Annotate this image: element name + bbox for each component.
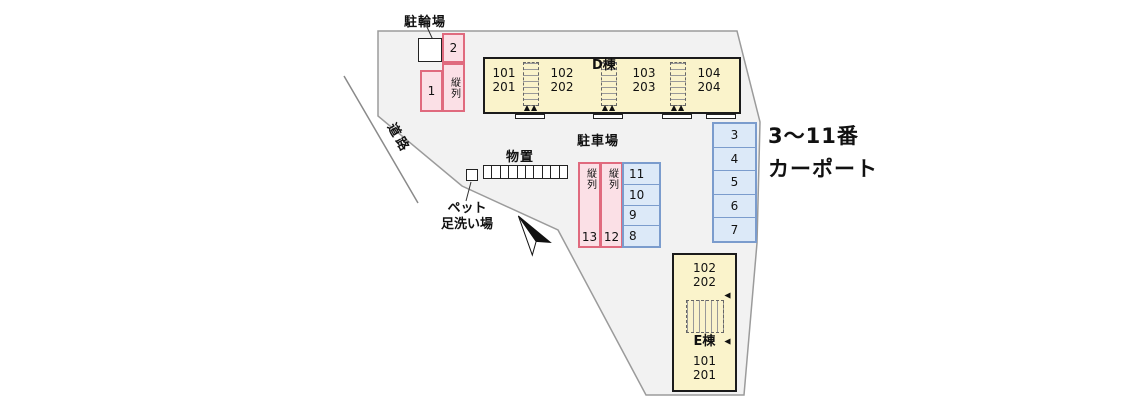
parking-space-12: 縦列 12 <box>600 162 623 248</box>
carport-note-line1: 3〜11番 <box>768 124 859 148</box>
carport-column-mid: 11 10 9 8 <box>622 162 661 248</box>
storage-label: 物置 <box>506 150 535 165</box>
parking-space-1: 1 <box>420 70 443 112</box>
storage-unit-cell <box>551 166 560 178</box>
parking-space-9: 9 <box>624 204 659 226</box>
building-e-unit-1: 102 202 <box>674 261 735 289</box>
north-arrow-icon <box>517 215 552 257</box>
building-e-label: E棟 <box>693 334 716 349</box>
stairs-icon <box>523 62 539 106</box>
pet-label-connector <box>465 181 472 202</box>
parking-space-6: 6 <box>714 193 755 218</box>
tandem-label-text: 縦列 <box>606 168 618 190</box>
stairs-icon <box>686 300 724 333</box>
unit-number: 103 <box>632 66 656 80</box>
unit-number: 104 <box>697 66 721 80</box>
parking-space-11: 11 <box>629 166 645 181</box>
unit-number: 202 <box>693 275 716 289</box>
entrance-porch <box>593 114 623 119</box>
space-number: 13 <box>581 230 598 244</box>
unit-number: 102 <box>550 66 574 80</box>
storage-unit-cell <box>526 166 535 178</box>
entrance-porch <box>515 114 545 119</box>
parking-space-4: 4 <box>714 146 755 171</box>
storage-unit-cell <box>492 166 501 178</box>
unit-number: 203 <box>632 80 656 94</box>
building-e: 102 202 E棟 101 201 ▲ ▲ <box>672 253 737 392</box>
entrance-porch <box>706 114 736 119</box>
bicycle-label-connector <box>426 26 434 41</box>
tandem-label-top-text: 縦列 <box>448 76 460 99</box>
pet-wash-label-line1: ペット <box>447 201 487 216</box>
stairs-icon <box>601 62 617 106</box>
parking-space-13: 縦列 13 <box>578 162 601 248</box>
building-e-unit-2: 101 201 <box>674 354 735 382</box>
building-d: 101 201 102 202 103 203 104 204 ▲▲ ▲▲ ▲▲ <box>483 57 741 119</box>
storage-unit-cell <box>543 166 552 178</box>
pet-wash-label-line2: 足洗い場 <box>440 217 493 232</box>
entrance-marker-icon: ▲▲ <box>670 103 686 112</box>
unit-number: 204 <box>697 80 721 94</box>
carport-column-right: 3 4 5 6 7 <box>712 122 757 243</box>
stairs-icon <box>670 62 686 106</box>
storage-unit-cell <box>518 166 527 178</box>
storage-unit-cell <box>534 166 543 178</box>
parking-space-2: 2 <box>442 33 465 63</box>
parking-space-8: 8 <box>624 225 659 246</box>
pet-wash-area <box>466 169 478 181</box>
storage-unit-cell <box>560 166 567 178</box>
unit-number: 201 <box>693 368 716 382</box>
property-boundary <box>377 30 761 396</box>
storage-unit-cell <box>484 166 493 178</box>
unit-number: 102 <box>693 261 716 275</box>
carport-note-line2: カーポート <box>768 157 878 181</box>
entrance-marker-icon: ▲▲ <box>601 103 617 112</box>
building-d-unit-3: 103 203 <box>627 66 661 94</box>
entrance-marker-icon: ▲▲ <box>523 103 539 112</box>
parking-space-3: 3 <box>730 128 739 143</box>
storage-unit-cell <box>509 166 518 178</box>
space-number: 12 <box>603 230 620 244</box>
building-d-unit-1: 101 201 <box>487 66 521 94</box>
parking-lot-label: 駐車場 <box>577 134 620 149</box>
road-edge-line <box>343 75 419 204</box>
entrance-marker-icon: ▲ <box>722 291 732 299</box>
unit-number: 101 <box>693 354 716 368</box>
entrance-porch <box>662 114 692 119</box>
unit-number: 101 <box>492 66 516 80</box>
storage-units-row <box>483 165 568 179</box>
tandem-label-text: 縦列 <box>584 168 596 190</box>
bicycle-parking-label: 駐輪場 <box>404 15 447 30</box>
unit-number: 201 <box>492 80 516 94</box>
building-d-unit-2: 102 202 <box>545 66 579 94</box>
parking-space-5: 5 <box>714 170 755 194</box>
bicycle-parking-area <box>418 38 442 62</box>
parking-space-10: 10 <box>624 183 659 205</box>
carport-note: 3〜11番 カーポート <box>768 120 878 186</box>
unit-number: 202 <box>550 80 574 94</box>
tandem-label-top: 縦列 <box>442 63 465 112</box>
building-d-unit-4: 104 204 <box>692 66 726 94</box>
building-d-label: D棟 <box>592 58 616 73</box>
storage-unit-cell <box>501 166 510 178</box>
pet-wash-label: ペット 足洗い場 <box>430 201 504 233</box>
parking-space-7: 7 <box>714 217 755 241</box>
entrance-marker-icon: ▲ <box>722 337 732 345</box>
